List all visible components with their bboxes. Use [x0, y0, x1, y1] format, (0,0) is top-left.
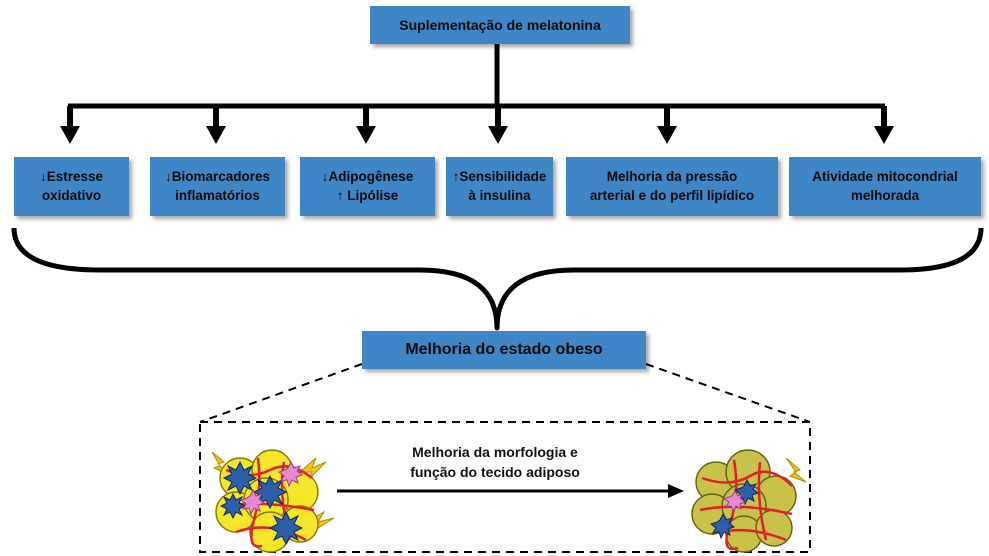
effect-box-insulin-sensitivity: ↑Sensibilidade à insulina	[446, 157, 553, 216]
adipose-tissue-improvement-label: Melhoria da morfologia e função do tecid…	[410, 444, 580, 481]
arrow-to-inflammatory-markers	[206, 106, 226, 144]
healthy-adipose-tissue-icon	[691, 449, 807, 553]
effect-label-inflammatory-markers: ↓Biomarcadores inflamatórios	[164, 169, 271, 203]
effect-label-mitochondrial-activity: Atividade mitocondrial melhorada	[812, 169, 958, 203]
effect-box-adipogenesis: ↓Adipogênese ↑ Lipólise	[300, 157, 435, 216]
tissue-panel-frame	[199, 421, 811, 553]
effect-box-inflammatory-markers: ↓Biomarcadores inflamatórios	[150, 157, 285, 216]
effect-box-mitochondrial-activity: Atividade mitocondrial melhorada	[789, 157, 981, 216]
effect-label-insulin-sensitivity: ↑Sensibilidade à insulina	[452, 169, 547, 203]
obese-state-improvement-box: Melhoria do estado obeso	[362, 331, 646, 369]
arrow-to-insulin-sensitivity	[488, 106, 508, 144]
inflamed-adipose-tissue-icon	[211, 449, 335, 553]
obese-state-improvement-label: Melhoria do estado obeso	[405, 341, 603, 359]
effect-box-blood-pressure: Melhoria da pressão arterial e do perfil…	[566, 157, 778, 216]
arrow-to-mitochondrial-activity	[874, 106, 894, 144]
arrow-to-adipogenesis	[356, 106, 376, 144]
arrow-to-oxidative-stress	[60, 106, 80, 144]
effect-label-blood-pressure: Melhoria da pressão arterial e do perfil…	[589, 169, 755, 203]
zoom-line-right	[645, 363, 811, 423]
improvement-arrow	[337, 484, 684, 498]
melatonin-supplementation-label: Suplementação de melatonina	[399, 16, 601, 33]
zoom-line-left	[199, 363, 363, 423]
effect-label-oxidative-stress: ↓Estresse oxidativo	[39, 169, 104, 203]
arrow-to-blood-pressure	[657, 106, 677, 144]
melatonin-supplementation-box: Suplementação de melatonina	[370, 6, 630, 44]
effect-label-adipogenesis: ↓Adipogênese ↑ Lipólise	[321, 169, 414, 203]
effect-box-oxidative-stress: ↓Estresse oxidativo	[14, 157, 129, 216]
grouping-brace	[11, 227, 984, 331]
